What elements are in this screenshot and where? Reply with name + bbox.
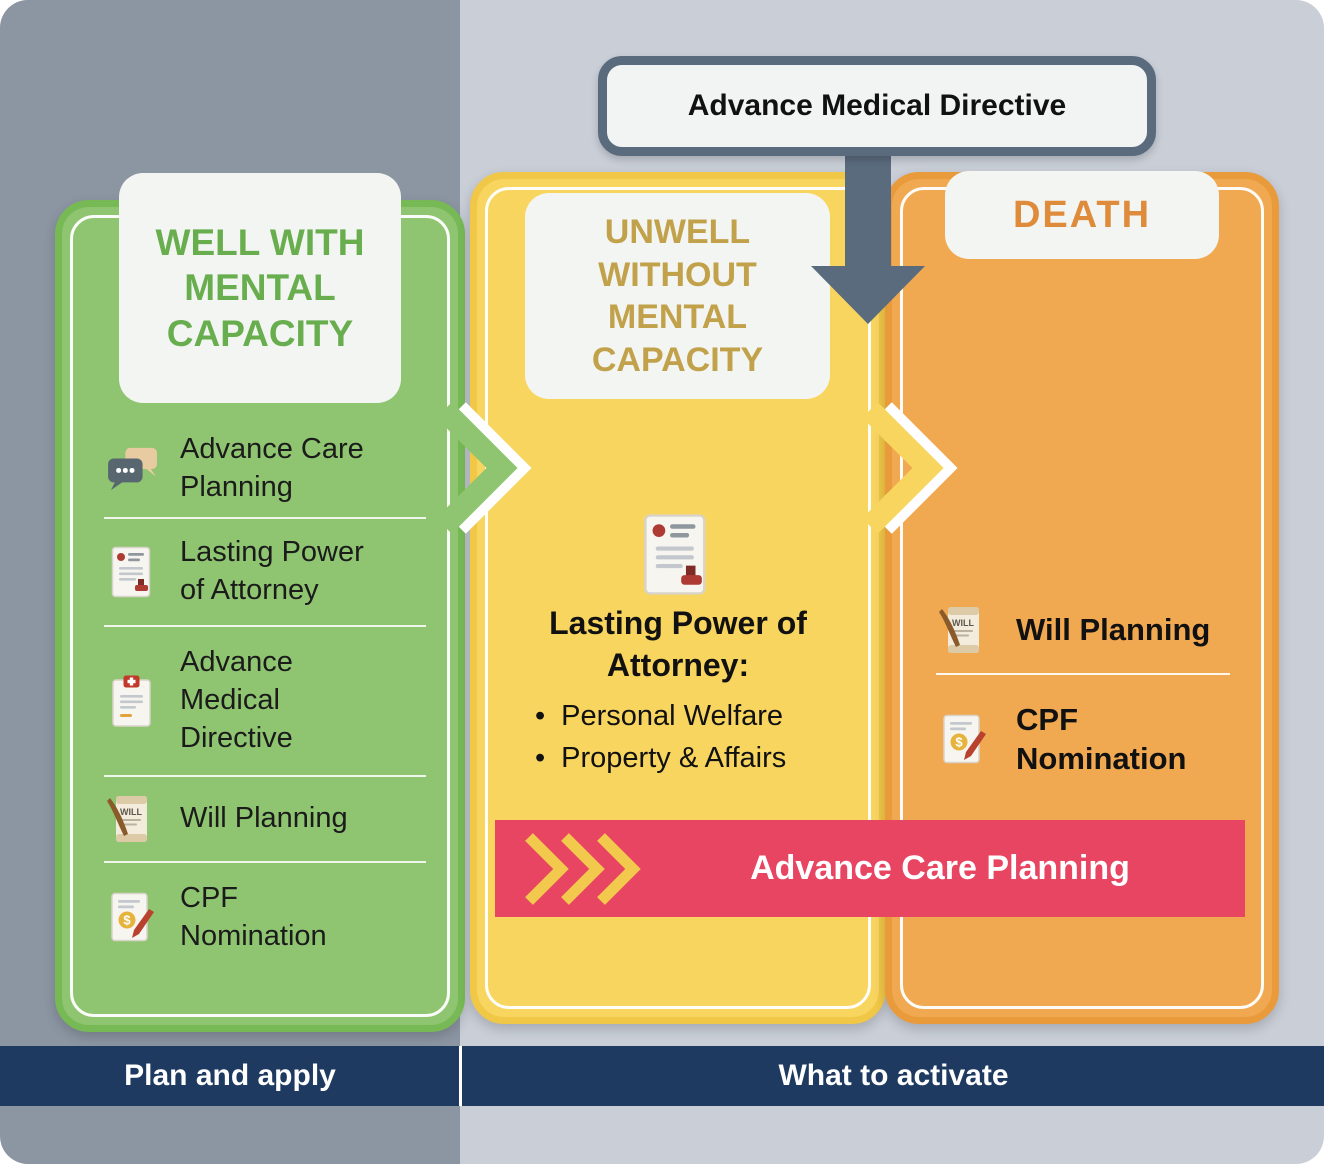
cpf-dollar-icon: $ <box>936 714 994 766</box>
list-item-label: Will Planning <box>1016 611 1211 647</box>
death-column-header: DEATH <box>945 171 1219 259</box>
callout-label: Advance Medical Directive <box>687 89 1067 122</box>
list-item: Advance Medical Directive <box>104 627 426 777</box>
document-stamp-icon <box>477 513 879 596</box>
chevron-yellow-to-orange-icon <box>854 402 972 539</box>
document-stamp-icon <box>104 546 162 598</box>
svg-text:WILL: WILL <box>120 807 142 817</box>
list-item-label: CPF Nomination <box>1016 702 1187 776</box>
footer-plan-and-apply-label: Plan and apply <box>124 1059 336 1092</box>
death-item-list: WILL Will Planning $ <box>936 587 1230 805</box>
column-well-with-mental-capacity: WELL WITH MENTAL CAPACITY Advance Care P… <box>55 173 465 1032</box>
footer-what-to-activate-label: What to activate <box>778 1059 1009 1092</box>
bullet-dot: • <box>535 700 546 732</box>
list-item-label: Lasting Power of Attorney <box>180 536 364 606</box>
down-arrow-head-icon <box>811 266 925 324</box>
list-item: WILL Will Planning <box>936 587 1230 675</box>
svg-text:WILL: WILL <box>952 618 974 628</box>
well-header-label: WELL WITH MENTAL CAPACITY <box>155 222 365 354</box>
will-quill-icon: WILL <box>104 792 162 846</box>
bullet-item: • Personal Welfare <box>535 695 845 737</box>
cpf-dollar-icon: $ <box>104 892 162 944</box>
speech-bubbles-icon <box>104 446 162 492</box>
list-item-label: Advance Medical Directive <box>180 646 293 754</box>
list-item: $ CPF Nomination <box>104 863 426 973</box>
lpa-bullet-list: • Personal Welfare • Property & Affairs <box>535 695 845 779</box>
footer-bar: Plan and apply What to activate <box>0 1046 1324 1106</box>
list-item: Lasting Power of Attorney <box>104 519 426 627</box>
list-item-label: Advance Care Planning <box>180 433 364 503</box>
advance-care-planning-banner: Advance Care Planning <box>495 820 1245 917</box>
advance-medical-directive-callout: Advance Medical Directive <box>598 56 1156 156</box>
list-item-label: CPF Nomination <box>180 882 327 952</box>
bullet-dot: • <box>535 742 546 775</box>
unwell-header-label: UNWELL WITHOUT MENTAL CAPACITY <box>591 213 764 379</box>
chevron-green-to-yellow-icon <box>428 402 546 539</box>
death-header-label: DEATH <box>1012 193 1152 236</box>
list-item-label: Will Planning <box>180 802 348 835</box>
lpa-title: Lasting Power of Attorney: <box>549 605 807 683</box>
well-column-header: WELL WITH MENTAL CAPACITY <box>119 173 401 403</box>
unwell-column-header: UNWELL WITHOUT MENTAL CAPACITY <box>525 193 830 399</box>
footer-divider <box>459 1046 462 1106</box>
will-quill-icon: WILL <box>936 603 994 657</box>
list-item: Advance Care Planning <box>104 421 426 519</box>
down-arrow-stem <box>845 136 891 268</box>
list-item: WILL Will Planning <box>104 777 426 863</box>
svg-text:$: $ <box>123 913 131 928</box>
bullet-item: • Property & Affairs <box>535 737 845 779</box>
medical-document-icon <box>104 674 162 728</box>
list-item: $ CPF Nomination <box>936 675 1230 805</box>
bullet-label: Property & Affairs <box>561 742 787 775</box>
banner-label: Advance Care Planning <box>750 849 1130 887</box>
triple-chevron-icon <box>519 831 669 912</box>
well-item-list: Advance Care Planning <box>104 421 426 973</box>
bullet-label: Personal Welfare <box>561 700 784 732</box>
svg-text:$: $ <box>955 735 963 750</box>
